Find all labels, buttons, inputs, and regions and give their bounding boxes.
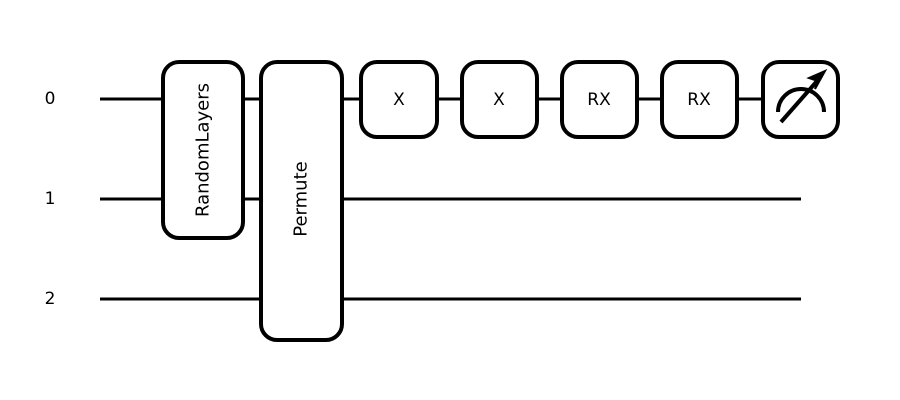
gate-rx-2[interactable]: RX: [660, 60, 739, 139]
gate-permute-box[interactable]: [259, 60, 344, 342]
gate-pauli-x-1[interactable]: X: [359, 60, 439, 139]
wire-label-0: 0: [45, 89, 56, 109]
gate-randomlayers-label: RandomLayers: [193, 83, 214, 217]
gate-pauli-x-1-label: X: [393, 90, 405, 110]
gate-pauli-x-2[interactable]: X: [460, 60, 539, 139]
wire-label-1: 1: [45, 189, 56, 209]
gate-rx-2-label: RX: [687, 90, 711, 110]
gate-randomlayers-box[interactable]: [161, 60, 245, 240]
gate-pauli-x-2-box[interactable]: [460, 60, 539, 139]
gate-randomlayers[interactable]: RandomLayers: [161, 60, 245, 240]
gate-rx-1[interactable]: RX: [560, 60, 639, 139]
wire-label-group: 0 1 2: [45, 89, 56, 309]
gate-permute[interactable]: Permute: [259, 60, 344, 342]
gate-rx-1-box[interactable]: [560, 60, 639, 139]
wire-label-2: 2: [45, 289, 56, 309]
gate-pauli-x-2-label: X: [493, 90, 505, 110]
gate-rx-1-label: RX: [587, 90, 611, 110]
meter-icon: [776, 68, 828, 124]
gate-rx-2-box[interactable]: [660, 60, 739, 139]
gate-measurement[interactable]: [761, 60, 840, 139]
gate-pauli-x-1-box[interactable]: [359, 60, 439, 139]
gate-permute-label: Permute: [291, 161, 312, 236]
